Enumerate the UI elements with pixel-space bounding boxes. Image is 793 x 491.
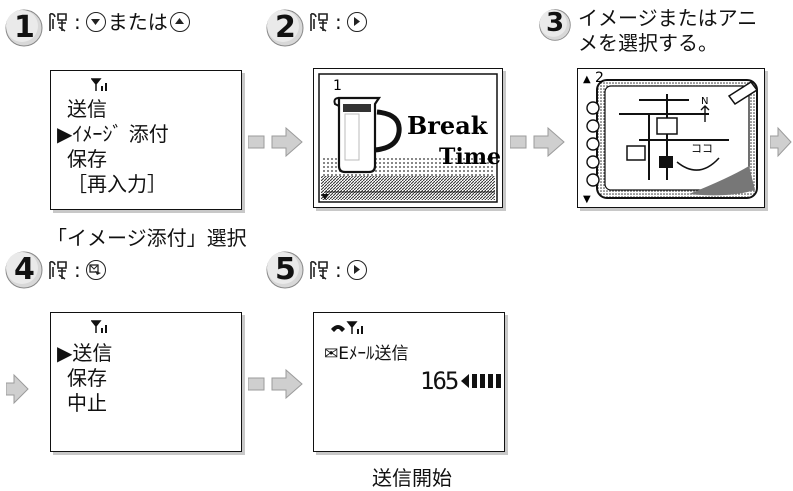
- step-5-number: 5: [275, 252, 296, 287]
- step-5-screen: ✉Eﾒｰﾙ送信 165: [313, 312, 505, 452]
- step-1-header: : または: [47, 10, 190, 34]
- scroll-down-icon: [321, 194, 329, 200]
- step-3-instruction: イメージまたはアニ メを選択する。: [578, 6, 757, 56]
- menu-item-attach-image[interactable]: ▶ｲﾒｰｼﾞ 添付: [57, 122, 169, 146]
- step-5-caption: 送信開始: [372, 466, 452, 490]
- map-image: ココ N ▲ 2 ▼: [583, 70, 759, 205]
- right-key-icon: [346, 260, 367, 280]
- up-key-icon: [169, 12, 190, 32]
- char-count: 165: [420, 367, 459, 395]
- function-key-icon: [47, 11, 69, 33]
- arrow-1-to-2-icon: [248, 126, 303, 158]
- function-key-icon: [308, 11, 330, 33]
- send-progress: 165: [420, 367, 503, 395]
- arrow-2-to-3-icon: [510, 126, 565, 158]
- step-3-instruction-line1: イメージまたはアニ: [578, 6, 758, 30]
- screen-2-number: 1: [333, 78, 342, 94]
- phone-signal-icon: [331, 321, 363, 334]
- map-north-label: N: [701, 96, 708, 107]
- step-3-number: 3: [546, 8, 565, 38]
- mail-key-icon: [85, 260, 106, 280]
- svg-text:▲: ▲: [583, 74, 591, 85]
- step-1-colon: :: [74, 10, 81, 34]
- step-5-badge: 5: [265, 250, 305, 290]
- menu-item-reenter[interactable]: ［再入力］: [67, 172, 167, 196]
- step-1-screen: 送信 ▶ｲﾒｰｼﾞ 添付 保存 ［再入力］: [50, 70, 242, 210]
- menu-item-cancel[interactable]: 中止: [67, 391, 107, 415]
- step-4-colon: :: [74, 258, 81, 282]
- signal-icon: [91, 320, 107, 333]
- menu-item-save[interactable]: 保存: [67, 147, 107, 171]
- step-2-number: 2: [275, 10, 296, 45]
- menu-item-send[interactable]: ▶送信: [57, 341, 113, 365]
- arrow-into-step-4-icon: [6, 373, 29, 405]
- step-3-badge: 3: [538, 8, 572, 42]
- time-text: Time: [439, 144, 501, 170]
- step-1-or-text: または: [107, 10, 168, 34]
- signal-icon: [91, 78, 107, 91]
- step-1-menu: 送信 ▶ｲﾒｰｼﾞ 添付 保存 ［再入力］: [57, 97, 169, 197]
- break-time-image: 1 Break Time: [318, 73, 501, 203]
- function-key-icon: [47, 259, 69, 281]
- arrow-4-to-5-icon: [248, 368, 303, 400]
- map-here-label: ココ: [691, 142, 713, 155]
- step-2-badge: 2: [265, 8, 305, 48]
- arrow-3-next-icon: [770, 126, 792, 158]
- battery-bar-icon: [461, 374, 502, 388]
- menu-item-save[interactable]: 保存: [67, 366, 107, 390]
- step-3-screen: ココ N ▲ 2 ▼: [577, 68, 765, 208]
- down-key-icon: [85, 12, 106, 32]
- email-send-line: ✉Eﾒｰﾙ送信: [324, 344, 409, 364]
- step-4-badge: 4: [4, 250, 44, 290]
- step-1-number: 1: [14, 10, 35, 45]
- step-1-caption: 「イメージ添付」選択: [47, 226, 247, 250]
- step-1-badge: 1: [4, 8, 44, 48]
- menu-item-send[interactable]: 送信: [67, 97, 107, 121]
- break-text: Break: [407, 111, 489, 140]
- step-2-colon: :: [335, 10, 342, 34]
- step-5-header: :: [308, 258, 367, 282]
- step-4-number: 4: [14, 252, 35, 287]
- screen-3-number: 2: [595, 70, 604, 86]
- step-5-colon: :: [335, 258, 342, 282]
- step-4-menu: ▶送信 保存 中止: [57, 341, 112, 416]
- step-2-header: :: [308, 10, 367, 34]
- right-key-icon: [346, 12, 367, 32]
- step-3-instruction-line2: メを選択する。: [578, 31, 718, 55]
- step-2-screen: 1 Break Time: [313, 68, 503, 208]
- svg-text:▼: ▼: [583, 194, 591, 205]
- function-key-icon: [308, 259, 330, 281]
- step-4-screen: ▶送信 保存 中止: [50, 312, 242, 452]
- step-4-header: :: [47, 258, 106, 282]
